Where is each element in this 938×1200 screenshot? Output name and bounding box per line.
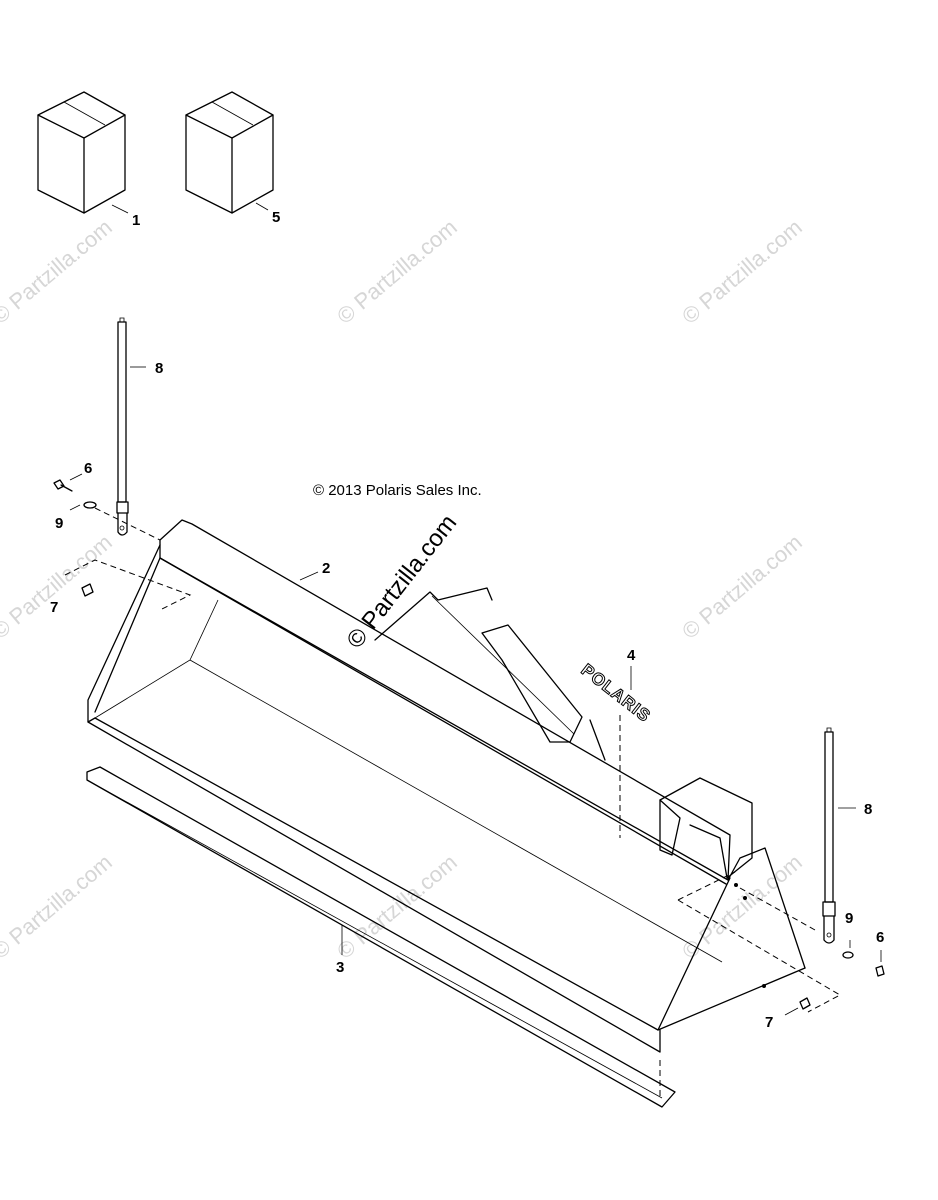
- watermark: © Partzilla.com: [0, 849, 117, 963]
- callout-5: 5: [272, 209, 280, 226]
- callout-8-right: 8: [864, 801, 872, 818]
- box-1: [37, 91, 129, 214]
- hardware-left: [53, 473, 192, 611]
- bucket: [87, 519, 806, 1053]
- box-5: [185, 91, 274, 214]
- watermark: © Partzilla.com: [0, 214, 117, 328]
- callout-1: 1: [132, 212, 140, 229]
- watermark: © Partzilla.com: [677, 214, 807, 328]
- rod-right: [822, 727, 856, 944]
- callout-4: 4: [627, 647, 636, 664]
- callout-3: 3: [336, 959, 344, 976]
- callout-7-left: 7: [50, 599, 58, 616]
- hardware-right: [677, 871, 885, 1016]
- callout-9-left: 9: [55, 515, 63, 532]
- callout-6-left: 6: [84, 460, 92, 477]
- rod-left: [116, 317, 146, 536]
- callout-6-right: 6: [876, 929, 884, 946]
- watermark: © Partzilla.com: [332, 214, 462, 328]
- cutting-edge: [86, 766, 676, 1108]
- watermark: © Partzilla.com: [0, 529, 117, 643]
- callout-8-left: 8: [155, 360, 163, 377]
- callout-9-right: 9: [845, 910, 853, 927]
- polaris-decal: POLARIS: [578, 660, 655, 726]
- watermark: © Partzilla.com: [677, 529, 807, 643]
- copyright-text: © 2013 Polaris Sales Inc.: [313, 482, 482, 499]
- callout-7-right: 7: [765, 1014, 773, 1031]
- callout-2: 2: [322, 560, 330, 577]
- partzilla-logo: © Partzilla.com: [341, 510, 462, 654]
- watermark: © Partzilla.com: [332, 849, 462, 963]
